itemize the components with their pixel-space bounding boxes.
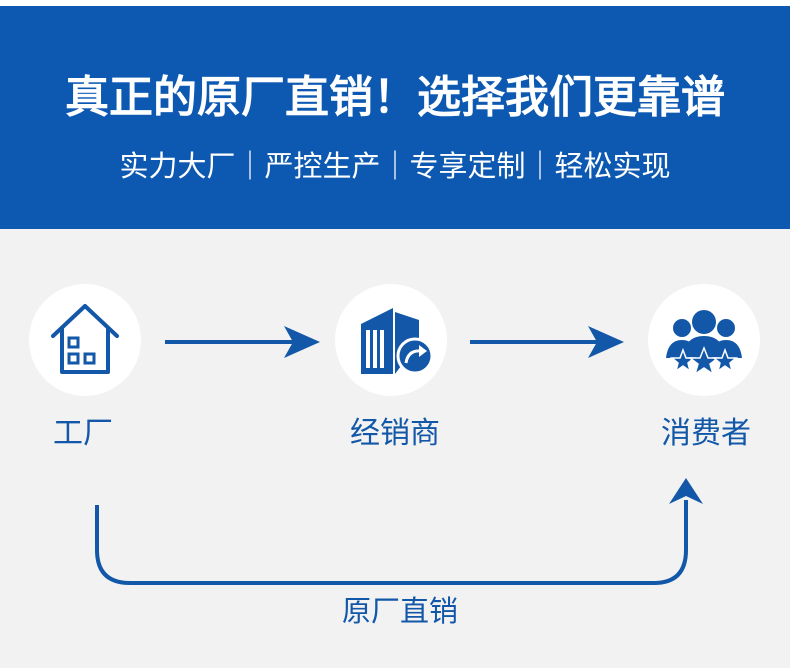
headline: 真正的原厂直销！选择我们更靠谱: [65, 72, 725, 123]
house-icon: [51, 304, 119, 374]
factory-label: 工厂: [53, 416, 113, 451]
distributor-label: 经销商: [350, 416, 440, 451]
consumer-label: 消费者: [661, 416, 751, 451]
arrow-distributor-to-consumer: [470, 326, 624, 358]
direct-route-label: 原厂直销: [341, 594, 458, 628]
arrow-direct-route: [95, 478, 703, 585]
factory-node: [29, 284, 141, 396]
subheadline: 实力大厂｜严控生产｜专享定制｜轻松实现: [119, 149, 671, 183]
arrow-factory-to-distributor: [165, 326, 320, 358]
distributor-node: [335, 284, 447, 396]
consumer-node: [648, 284, 760, 396]
header-banner: 真正的原厂直销！选择我们更靠谱 实力大厂｜严控生产｜专享定制｜轻松实现: [0, 0, 790, 229]
office-building-icon: [361, 308, 434, 375]
people-stars-icon: [666, 310, 742, 376]
